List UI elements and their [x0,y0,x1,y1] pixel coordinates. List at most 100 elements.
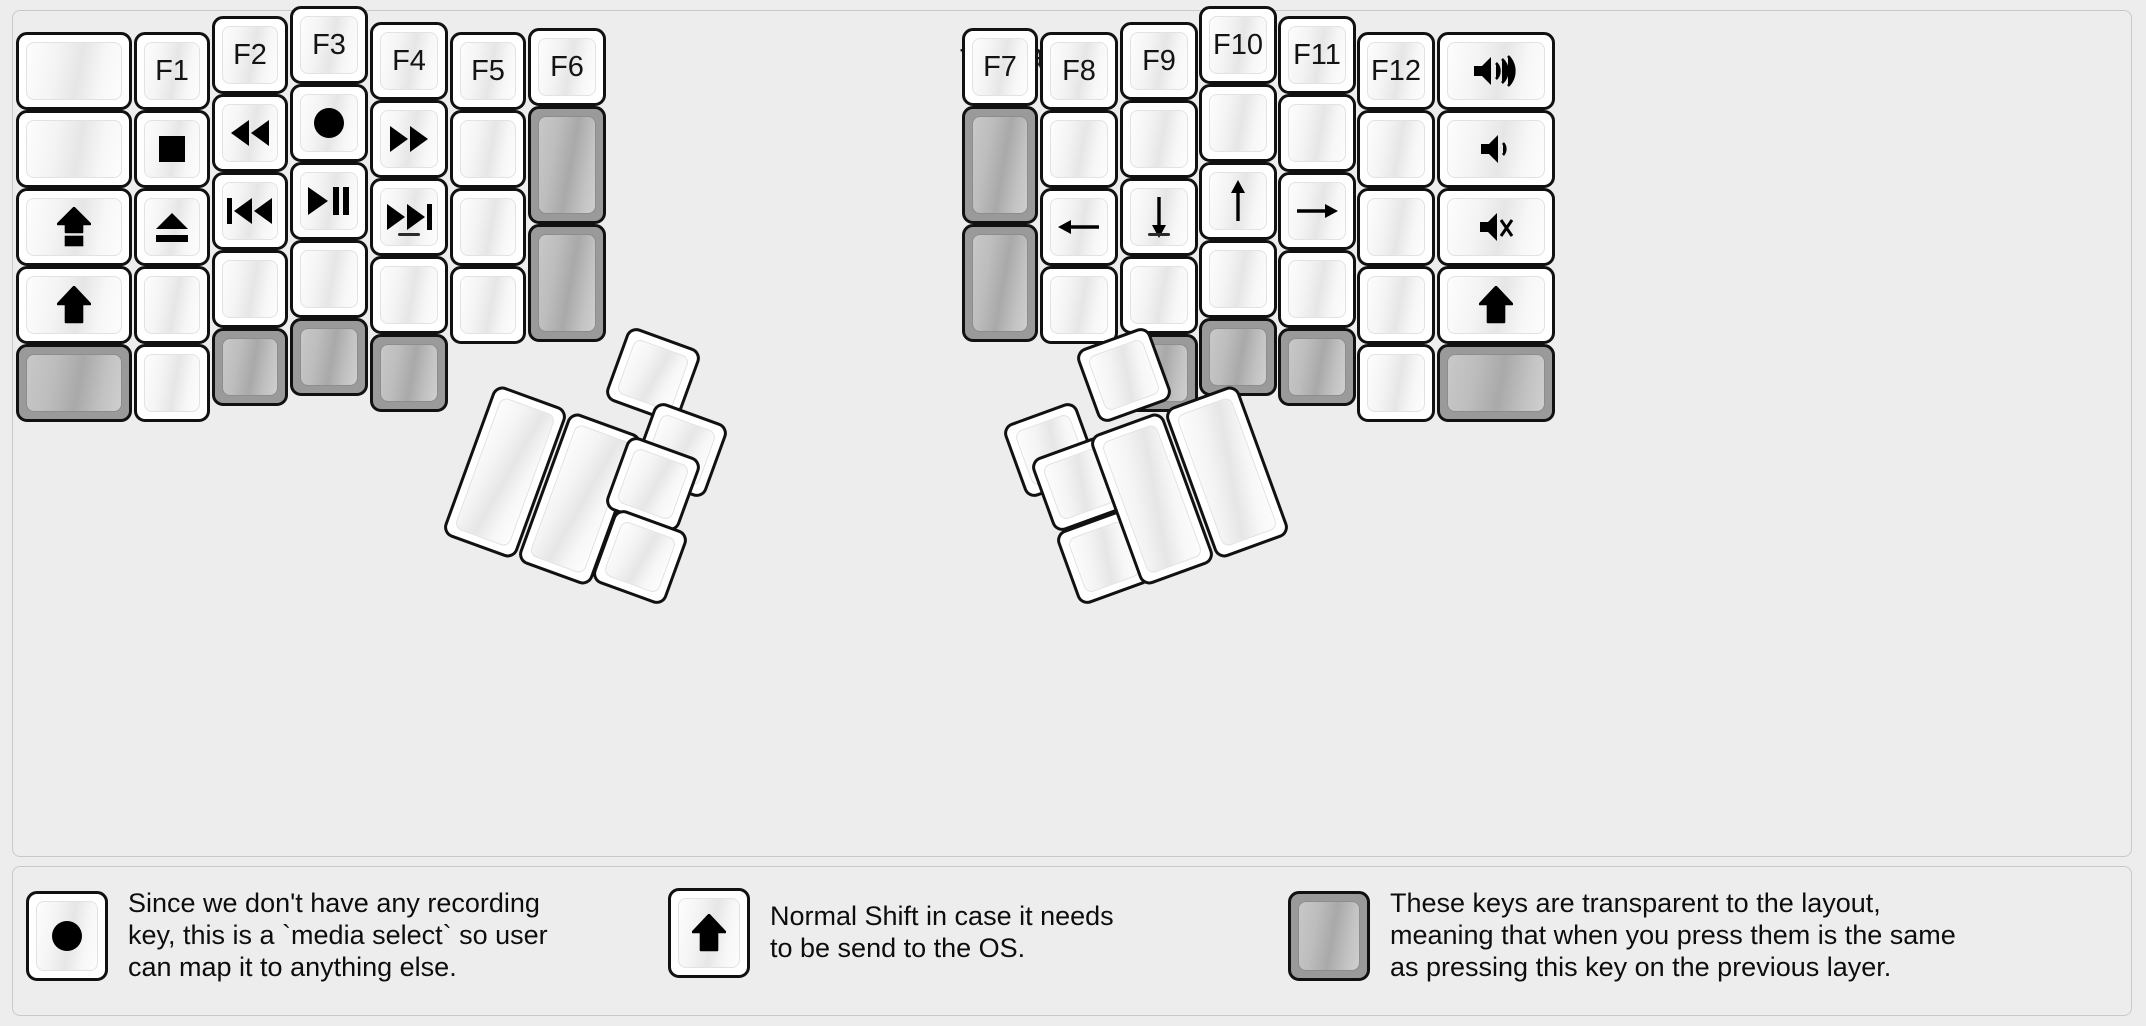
key-col-f5-4[interactable] [450,266,526,344]
key-col-f8-1[interactable]: F8 [1040,32,1118,110]
key-col-f3-3[interactable] [290,162,368,240]
keycap-label: F4 [392,44,426,77]
key-col-f8-2[interactable] [1040,110,1118,188]
key-col-f4-2[interactable] [370,100,448,178]
legend-text-2: Normal Shift in case it needs to be send… [770,901,1114,963]
keycap-label: F3 [312,28,346,61]
key-col-f10-4[interactable] [1199,240,1277,318]
key-col-outer-right-3[interactable] [1437,188,1555,266]
legend-keycap-2 [668,888,750,978]
keycap-face [26,120,122,178]
key-col-f12-4[interactable] [1357,266,1435,344]
key-col-outer-right-2[interactable] [1437,110,1555,188]
keycap-face [1130,188,1188,246]
key-col-f11-2[interactable] [1278,94,1356,172]
keycap-face [222,182,278,240]
keycap-label: F8 [1062,54,1096,87]
key-col-f2-3[interactable] [212,172,288,250]
key-col-f1-1[interactable]: F1 [134,32,210,110]
key-col-f6-1[interactable]: F6 [528,28,606,106]
key-col-f10-3[interactable] [1199,162,1277,240]
key-col-outer-right-4[interactable] [1437,266,1555,344]
key-col-f5-2[interactable] [450,110,526,188]
key-col-f8-4[interactable] [1040,266,1118,344]
keycap-face [602,519,678,595]
key-col-f3-2[interactable] [290,84,368,162]
key-col-outer-right-1[interactable] [1437,32,1555,110]
keycap-face [972,234,1028,332]
key-col-f4-5[interactable] [370,334,448,412]
key-col-f6-2[interactable] [528,106,606,224]
key-col-f12-2[interactable] [1357,110,1435,188]
key-col-f9-2[interactable] [1120,100,1198,178]
key-col-f12-5[interactable] [1357,344,1435,422]
key-col-f4-3[interactable] [370,178,448,256]
keycap-face [1050,120,1108,178]
key-col-f6-3[interactable] [528,224,606,342]
key-col-f3-5[interactable] [290,318,368,396]
key-col-f4-4[interactable] [370,256,448,334]
key-col-f3-1[interactable]: F3 [290,6,368,84]
key-col-outer-left-5[interactable] [16,344,132,422]
key-col-f10-2[interactable] [1199,84,1277,162]
key-col-outer-left-2[interactable] [16,110,132,188]
key-col-outer-left-4[interactable] [16,266,132,344]
legend-text-3: These keys are transparent to the layout… [1390,888,1956,982]
key-col-outer-left-1[interactable] [16,32,132,110]
key-col-f9-1[interactable]: F9 [1120,22,1198,100]
key-col-f11-5[interactable] [1278,328,1356,406]
keycap-face [1209,328,1267,386]
legend-key-3 [1288,890,1370,981]
arrow-right-icon [1295,198,1339,224]
key-col-f11-4[interactable] [1278,250,1356,328]
key-col-f5-3[interactable] [450,188,526,266]
key-col-f9-3[interactable] [1120,178,1198,256]
key-col-f2-4[interactable] [212,250,288,328]
key-col-f1-5[interactable] [134,344,210,422]
key-col-f3-4[interactable] [290,240,368,318]
keycap-label: F1 [155,54,189,87]
keycap-face [26,276,122,334]
keycap-face: F1 [144,42,200,100]
keycap-face [1447,198,1545,256]
keycap-face [460,120,516,178]
key-col-f5-1[interactable]: F5 [450,32,526,110]
key-col-f9-4[interactable] [1120,256,1198,334]
key-col-f8-3[interactable] [1040,188,1118,266]
keycap-face: F9 [1130,32,1188,90]
key-col-outer-left-3[interactable] [16,188,132,266]
key-col-f1-4[interactable] [134,266,210,344]
keycap-face [380,344,438,402]
key-col-f12-3[interactable] [1357,188,1435,266]
key-col-f2-2[interactable] [212,94,288,172]
key-col-f1-2[interactable] [134,110,210,188]
key-col-f7-2[interactable] [962,106,1038,224]
key-col-f11-3[interactable] [1278,172,1356,250]
key-col-f4-1[interactable]: F4 [370,22,448,100]
keycap-face [1288,182,1346,240]
key-col-f11-1[interactable]: F11 [1278,16,1356,94]
key-col-f1-3[interactable] [134,188,210,266]
volume-down-icon [1479,133,1513,165]
shift-icon [57,286,91,324]
keycap-face [1447,354,1545,412]
key-col-f12-1[interactable]: F12 [1357,32,1435,110]
homing-bar [1148,233,1170,236]
keycap-face [300,328,358,386]
key-col-f7-3[interactable] [962,224,1038,342]
keycap-face [300,250,358,308]
key-col-f7-1[interactable]: F7 [962,28,1038,106]
media-record-icon [50,919,84,953]
legend-panel [12,866,2132,1016]
keycap-face: F8 [1050,42,1108,100]
key-col-f10-1[interactable]: F10 [1199,6,1277,84]
key-col-f2-1[interactable]: F2 [212,16,288,94]
keycap-face [1447,42,1545,100]
key-col-f2-5[interactable] [212,328,288,406]
keycap-face [1086,337,1162,413]
key-col-f10-5[interactable] [1199,318,1277,396]
keycap-face: F4 [380,32,438,90]
key-col-outer-right-5[interactable] [1437,344,1555,422]
keycap-face [26,42,122,100]
